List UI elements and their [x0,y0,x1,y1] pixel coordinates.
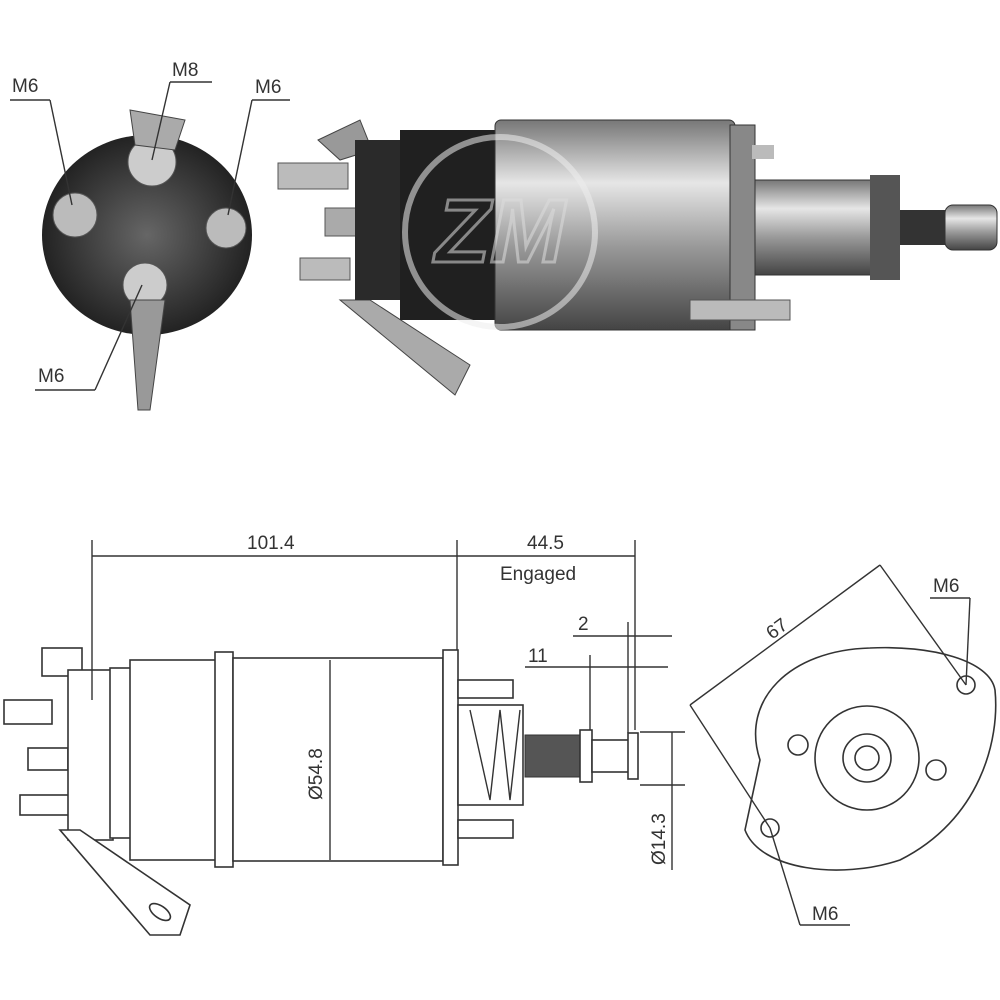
dim-travel: 44.5 [527,533,564,554]
photo-end-view [42,109,252,411]
dim-gap-11: 11 [528,646,548,667]
label-hole-bottom: M6 [812,904,838,925]
dim-hole-spacing: 67 [763,615,792,644]
zm-logo-watermark: ZM [402,134,598,330]
photo-side-view [277,119,998,396]
side-drawing [3,647,639,936]
dim-plunger-diameter: Ø14.3 [649,813,670,865]
dim-length: 101.4 [247,533,295,554]
photo-end-view-callouts: M6 M8 M6 M6 [10,60,290,391]
logo-text: ZM [432,182,567,282]
dim-body-diameter: Ø54.8 [306,748,327,800]
label-m6-top-left: M6 [12,76,38,97]
end-drawing: 67 M6 M6 [689,564,997,926]
side-dimensions: 101.4 44.5 Engaged 2 11 Ø54.8 Ø14.3 [91,533,685,870]
label-hole-top: M6 [933,576,959,597]
label-m8: M8 [172,60,198,81]
dim-engaged-label: Engaged [500,564,576,585]
dim-gap-2: 2 [578,614,589,635]
label-m6-bottom: M6 [38,366,64,387]
label-m6-top-right: M6 [255,77,281,98]
